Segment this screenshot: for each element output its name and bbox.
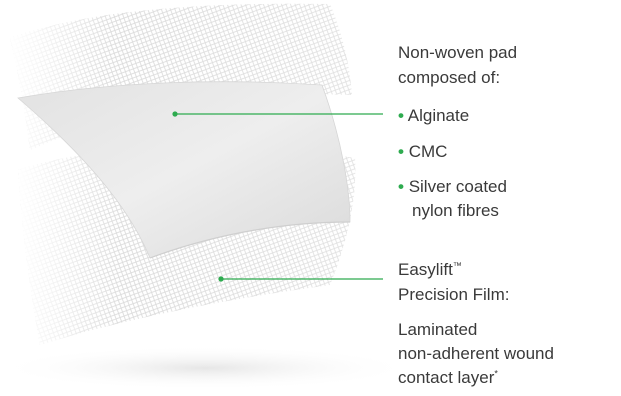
pad-item-label: Alginate	[407, 106, 470, 125]
pad-heading-line1: Non-woven pad	[398, 43, 518, 62]
bullet-dot: •	[398, 142, 404, 161]
film-line2: Precision Film:	[398, 285, 510, 304]
bullet-dot: •	[398, 177, 404, 196]
film-desc-line1: Laminated	[398, 320, 478, 339]
drop-shadow	[0, 346, 415, 390]
trademark-mark: ™	[452, 260, 462, 271]
pad-item-label: CMC	[408, 142, 448, 161]
pad-item-cmc: • CMC	[398, 140, 447, 163]
pad-item-silver-line2: nylon fibres	[412, 201, 499, 220]
pad-item-alginate: • Alginate	[398, 104, 469, 127]
pad-leader-dot	[172, 111, 178, 117]
footnote-mark: *	[494, 368, 498, 379]
film-desc-line2: non-adherent wound	[398, 344, 554, 363]
film-leader-dot	[218, 276, 224, 282]
pad-item-silver: • Silver coated	[398, 175, 507, 198]
film-desc-line3: contact layer*	[398, 366, 498, 389]
film-desc-text: contact layer	[398, 368, 495, 387]
film-name: Easylift™	[398, 258, 462, 281]
pad-item-label: Silver coated	[408, 177, 507, 196]
pad-heading-line2: composed of:	[398, 68, 501, 87]
film-name-text: Easylift	[398, 260, 453, 279]
bullet-dot: •	[398, 106, 404, 125]
